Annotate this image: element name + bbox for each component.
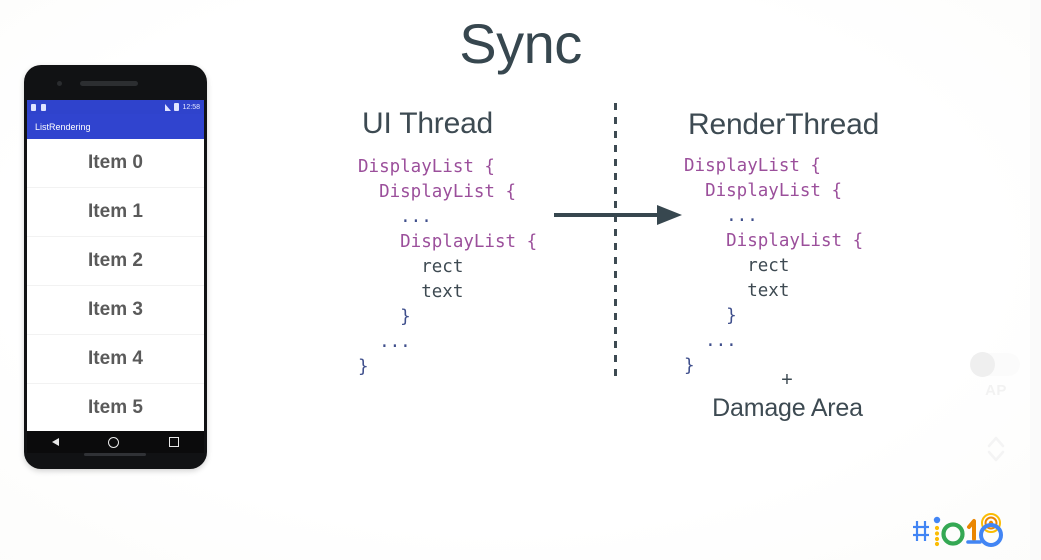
code-token: text xyxy=(684,281,790,301)
code-line: ... xyxy=(358,330,537,355)
code-token: ... xyxy=(358,207,432,227)
code-token: DisplayList { xyxy=(684,181,843,201)
code-token: rect xyxy=(684,256,790,276)
plus-sign: + xyxy=(781,369,793,391)
code-token: } xyxy=(684,306,737,326)
list-item[interactable]: Item 2 xyxy=(27,237,204,286)
code-line: ... xyxy=(358,205,537,230)
code-line: text xyxy=(684,279,863,304)
code-line: rect xyxy=(358,255,537,280)
code-line: DisplayList { xyxy=(684,154,863,179)
phone-speaker-grill xyxy=(84,453,146,456)
logo-eight xyxy=(979,513,1003,547)
damage-area-label: Damage Area xyxy=(712,394,863,422)
code-line: rect xyxy=(684,254,863,279)
overlay-toggle-switch[interactable] xyxy=(970,352,1020,377)
hash-icon xyxy=(913,521,929,541)
code-token: ... xyxy=(684,331,737,351)
code-token: DisplayList { xyxy=(358,157,495,177)
list-item[interactable]: Item 1 xyxy=(27,188,204,237)
code-token: DisplayList { xyxy=(684,156,821,176)
code-line: DisplayList { xyxy=(358,180,537,205)
code-token: DisplayList { xyxy=(358,182,517,202)
render-thread-code-block: DisplayList { DisplayList { ... DisplayL… xyxy=(684,154,863,379)
code-line: } xyxy=(684,354,863,379)
code-line: DisplayList { xyxy=(358,155,537,180)
recents-icon[interactable] xyxy=(169,437,180,447)
phone-earpiece xyxy=(80,81,138,86)
code-line: DisplayList { xyxy=(684,179,863,204)
android-navigation-bar xyxy=(27,431,204,453)
render-thread-heading: RenderThread xyxy=(688,108,880,141)
code-token: DisplayList { xyxy=(358,232,538,252)
logo-i-dot xyxy=(933,516,941,524)
logo-o-ring xyxy=(941,522,965,546)
overlay-toggle-knob[interactable] xyxy=(970,352,995,377)
logo-i-body xyxy=(934,525,940,547)
code-line: DisplayList { xyxy=(358,230,537,255)
up-down-chevron-icon[interactable] xyxy=(985,434,1007,464)
code-line: } xyxy=(684,304,863,329)
code-token: } xyxy=(358,307,411,327)
app-bar: ListRendering xyxy=(27,114,204,139)
code-token: ... xyxy=(684,206,758,226)
logo-one xyxy=(966,519,982,544)
signal-icon xyxy=(165,103,172,111)
code-token: rect xyxy=(358,257,464,277)
code-token: text xyxy=(358,282,464,302)
back-icon[interactable] xyxy=(51,438,59,446)
notification-icon xyxy=(41,103,46,111)
thread-divider-dashed-line xyxy=(614,103,617,381)
code-line: } xyxy=(358,305,537,330)
list-item[interactable]: Item 4 xyxy=(27,335,204,384)
status-bar-system-icons: 12:58 xyxy=(165,103,200,111)
phone-camera-icon xyxy=(57,81,62,86)
code-token: ... xyxy=(358,332,411,352)
status-bar-notifications xyxy=(31,103,46,111)
battery-icon xyxy=(174,103,180,111)
code-token: } xyxy=(684,356,695,376)
code-token: DisplayList { xyxy=(684,231,864,251)
ui-thread-heading: UI Thread xyxy=(362,107,494,140)
code-line: ... xyxy=(684,204,863,229)
ui-thread-code-block: DisplayList { DisplayList { ... DisplayL… xyxy=(358,155,537,380)
slide-right-edge-strip xyxy=(1030,0,1041,560)
home-icon[interactable] xyxy=(108,436,120,448)
code-line: ... xyxy=(684,329,863,354)
list-item[interactable]: Item 3 xyxy=(27,286,204,335)
list-item[interactable]: Item 5 xyxy=(27,384,204,431)
list-item[interactable]: Item 0 xyxy=(27,139,204,188)
google-io-logo xyxy=(913,513,1003,547)
sync-arrow-icon xyxy=(554,205,682,225)
android-status-bar: 12:58 xyxy=(27,100,204,114)
code-line: } xyxy=(358,355,537,380)
slide-title: Sync xyxy=(459,12,582,75)
notification-icon xyxy=(31,103,36,111)
app-bar-title: ListRendering xyxy=(35,121,91,132)
overlay-ap-label: AP xyxy=(985,382,1007,399)
code-line: text xyxy=(358,280,537,305)
status-bar-clock: 12:58 xyxy=(182,103,200,111)
code-line: DisplayList { xyxy=(684,229,863,254)
code-token: } xyxy=(358,357,369,377)
